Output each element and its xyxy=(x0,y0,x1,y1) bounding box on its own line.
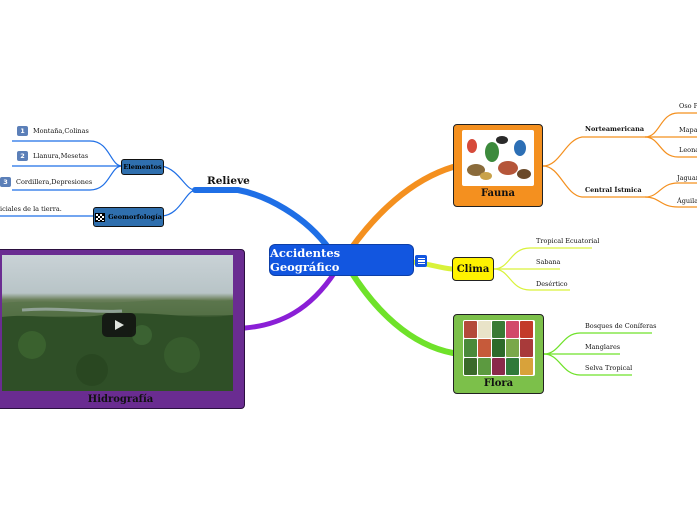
elementos-item-link-3 xyxy=(12,165,123,191)
clima-item-link-3 xyxy=(493,268,570,291)
central-topic[interactable]: Accidentes Geográfico xyxy=(270,245,413,275)
central-istmica-item-1[interactable]: Jaguar, xyxy=(677,174,697,182)
elementos-item-3[interactable]: 3 Cordillera,Depresiones xyxy=(0,177,92,187)
fauna-image xyxy=(462,130,534,186)
fauna-node[interactable]: Fauna xyxy=(453,124,543,207)
central-istmica-item-2[interactable]: Águila xyxy=(677,197,697,205)
geomorfologia-link xyxy=(161,189,196,217)
central-istmica-label[interactable]: Central Ístmica xyxy=(585,186,642,194)
flora-item-1[interactable]: Bosques de Coníferas xyxy=(585,322,657,330)
norteamericana-item-1[interactable]: Oso P xyxy=(679,102,697,110)
play-button[interactable] xyxy=(102,313,136,337)
number-2-icon: 2 xyxy=(17,151,28,161)
flora-title: Flora xyxy=(483,378,514,389)
norteamericana-item-3[interactable]: Leona xyxy=(679,146,697,154)
clima-item-link-1 xyxy=(493,247,592,270)
animals-collage-icon xyxy=(467,136,531,180)
elementos-link xyxy=(161,165,196,191)
elementos-item-1[interactable]: 1 Montaña,Colinas xyxy=(17,126,89,136)
checkered-flag-icon xyxy=(95,212,106,222)
clima-node[interactable]: Clima xyxy=(452,257,494,281)
elementos-label: Elementos xyxy=(123,163,162,171)
hidrografia-branch xyxy=(242,269,338,331)
central-item-link-1 xyxy=(644,182,697,198)
video-thumbnail[interactable] xyxy=(2,255,233,391)
hidrografia-title: Hidrografía xyxy=(87,394,154,405)
clima-item-3[interactable]: Desértico xyxy=(536,280,568,288)
clima-item-2[interactable]: Sabana xyxy=(536,258,561,266)
geomorfologia-label: Geomorfología xyxy=(108,213,162,221)
elementos-node[interactable]: Elementos xyxy=(121,159,164,175)
elementos-item-1-text: Montaña,Colinas xyxy=(33,127,89,135)
forest-landscape-image xyxy=(2,299,233,391)
central-topic-title: Accidentes Geográfico xyxy=(270,246,341,274)
elementos-item-2[interactable]: 2 Llanura,Mesetas xyxy=(17,151,88,161)
norteamericana-item-2[interactable]: Mapa xyxy=(679,126,697,134)
number-1-icon: 1 xyxy=(17,126,28,136)
elementos-item-link-1 xyxy=(12,140,123,167)
play-icon xyxy=(115,320,124,330)
clima-item-1[interactable]: Tropical Ecuatorial xyxy=(536,237,600,245)
geomorfologia-note: iciales de la tierra. xyxy=(0,205,62,213)
central-item-link-2 xyxy=(644,196,697,208)
flora-item-link-3 xyxy=(543,353,632,376)
flora-item-3[interactable]: Selva Tropical xyxy=(585,364,633,372)
norteamericana-label[interactable]: Norteamericana xyxy=(585,125,645,133)
number-3-icon: 3 xyxy=(0,177,11,187)
relieve-label[interactable]: Relieve xyxy=(207,175,250,187)
flora-image xyxy=(462,320,535,376)
central-istmica-link xyxy=(542,165,645,198)
flora-item-link-1 xyxy=(543,332,652,355)
elementos-item-3-text: Cordillera,Depresiones xyxy=(16,178,93,186)
norte-item-link-3 xyxy=(644,136,697,158)
fauna-branch xyxy=(347,164,456,253)
fauna-title: Fauna xyxy=(480,188,516,199)
clima-title: Clima xyxy=(456,263,490,275)
geomorfologia-node[interactable]: Geomorfología xyxy=(93,207,164,227)
norte-item-link-1 xyxy=(644,112,697,138)
notes-icon[interactable] xyxy=(415,255,427,267)
norteamericana-link xyxy=(542,136,645,167)
relieve-branch xyxy=(192,187,333,253)
elementos-item-2-text: Llanura,Mesetas xyxy=(33,152,89,160)
flora-node[interactable]: Flora xyxy=(453,314,544,394)
flora-item-2[interactable]: Manglares xyxy=(585,343,621,351)
hidrografia-node[interactable]: Hidrografía xyxy=(0,249,245,409)
flora-branch xyxy=(347,267,456,356)
